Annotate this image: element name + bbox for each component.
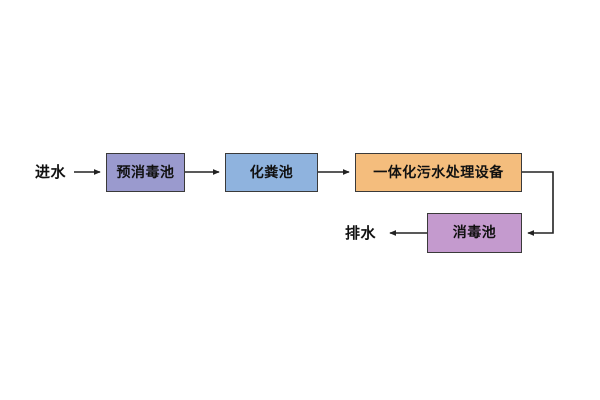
node-septic-tank-label: 化粪池 xyxy=(249,164,294,181)
node-integrated-equipment[interactable]: 一体化污水处理设备 xyxy=(355,153,522,192)
node-septic-tank[interactable]: 化粪池 xyxy=(225,153,318,192)
node-pre-disinfection-label: 预消毒池 xyxy=(116,164,175,181)
node-pre-disinfection[interactable]: 预消毒池 xyxy=(106,153,185,192)
outflow-label: 排水 xyxy=(345,224,377,242)
node-disinfection-tank[interactable]: 消毒池 xyxy=(427,213,522,253)
edge-integrated-equipment-to-disinfection-tank xyxy=(522,171,554,236)
node-integrated-equipment-label: 一体化污水处理设备 xyxy=(373,164,504,181)
inflow-label: 进水 xyxy=(35,163,67,181)
node-disinfection-tank-label: 消毒池 xyxy=(452,225,497,241)
